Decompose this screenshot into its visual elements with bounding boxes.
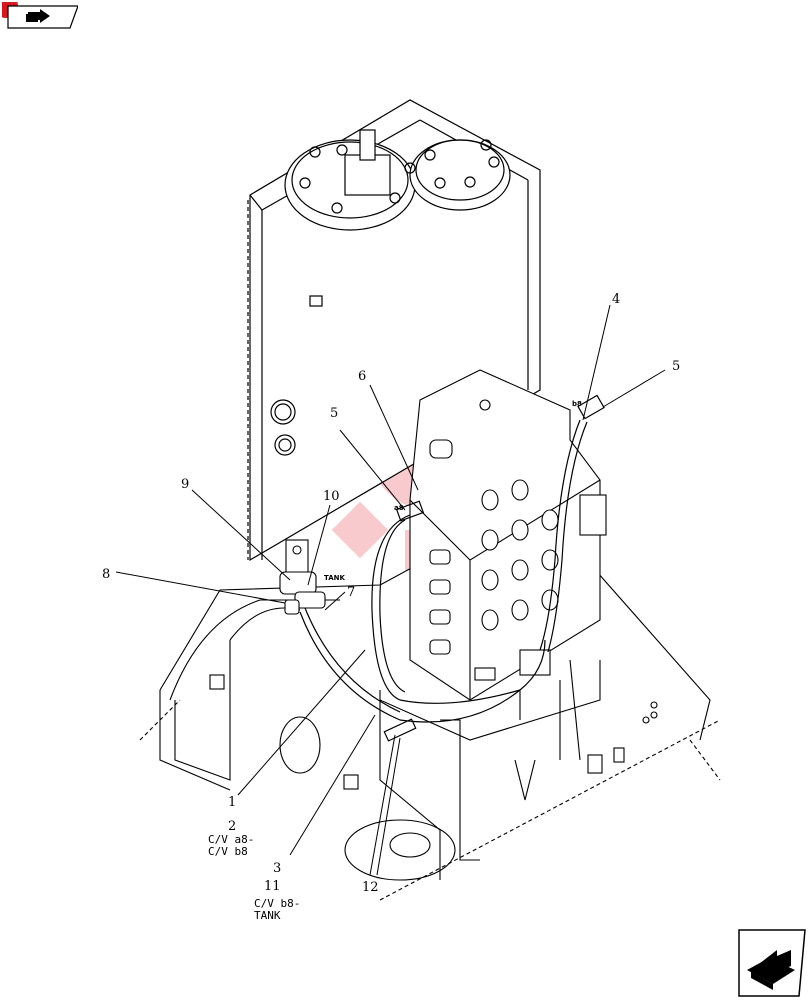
hoses [299, 394, 605, 742]
callout-4: 4 [612, 292, 620, 307]
callout-11: 11 [264, 879, 281, 894]
control-valve [409, 369, 607, 701]
back-arrow-icon [0, 0, 79, 29]
callout-5-right: 5 [672, 359, 680, 374]
next-page-button[interactable] [737, 928, 807, 998]
note-11-line-2: TANK [254, 909, 281, 922]
callout-5-left: 5 [330, 406, 338, 421]
port-label-a8: a8 [394, 504, 404, 512]
next-page-icon [738, 929, 806, 997]
callout-7: 7 [347, 585, 355, 600]
note-2-line-2: C/V b8 [208, 845, 248, 858]
hydraulic-tank [247, 99, 541, 562]
callout-2: 2 [228, 819, 236, 834]
callout-12: 12 [362, 880, 379, 895]
note-11-line-1: C/V b8- [254, 897, 300, 910]
port-label-tank: TANK [324, 574, 346, 582]
callout-8: 8 [102, 567, 110, 582]
port-label-b8: b8 [572, 400, 582, 408]
back-button[interactable] [0, 0, 79, 30]
callout-6: 6 [358, 369, 366, 384]
callout-3: 3 [273, 861, 281, 876]
tank-fitting [279, 539, 326, 615]
leader-lines [115, 304, 666, 876]
callout-10: 10 [323, 489, 340, 504]
callout-9: 9 [181, 477, 189, 492]
hose-notes: C/V a8- C/V b8 C/V b8- TANK [208, 833, 300, 922]
callout-1: 1 [228, 795, 236, 810]
note-2-line-1: C/V a8- [208, 833, 254, 846]
port-labels: a8 b8 TANK [324, 400, 582, 582]
callout-labels: 1 2 3 4 5 5 6 7 8 9 10 11 12 [102, 292, 680, 895]
